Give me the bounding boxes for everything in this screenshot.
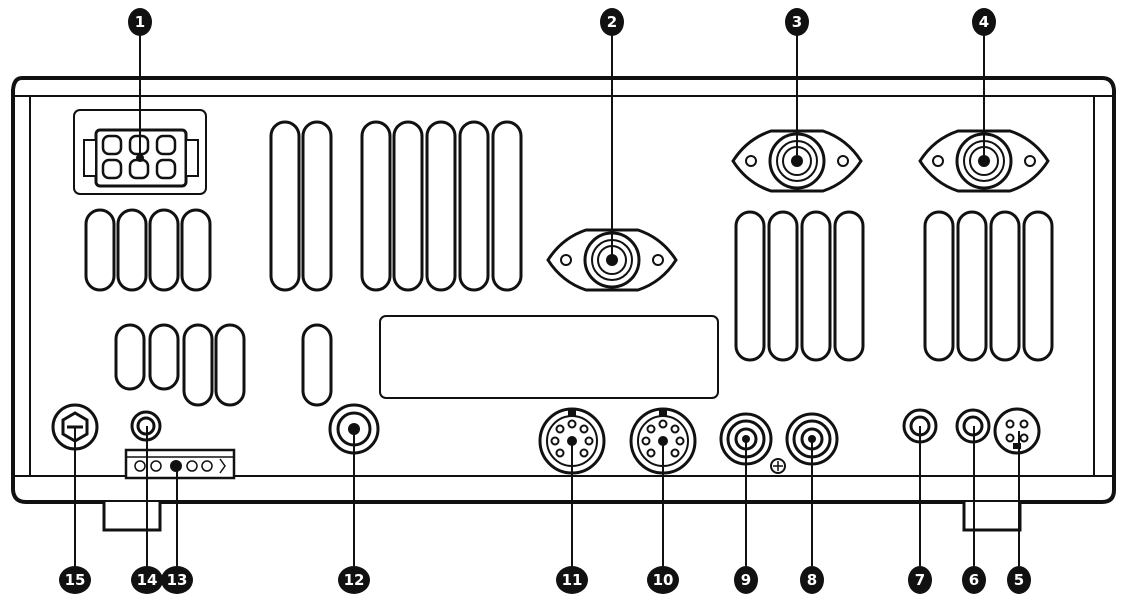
callout-2-label: 2 bbox=[607, 13, 617, 31]
callout-8-label: 8 bbox=[807, 571, 817, 589]
callout-5-label: 5 bbox=[1014, 571, 1024, 589]
label-plate bbox=[379, 315, 719, 399]
leader-dots bbox=[136, 154, 988, 264]
callout-1: 1 bbox=[128, 8, 152, 36]
callout-8: 8 bbox=[800, 566, 824, 594]
callout-15: 15 bbox=[59, 566, 91, 594]
callout-3: 3 bbox=[785, 8, 809, 36]
callout-11: 11 bbox=[556, 566, 588, 594]
callout-10: 10 bbox=[647, 566, 679, 594]
callout-4-label: 4 bbox=[979, 13, 989, 31]
callout-9: 9 bbox=[734, 566, 758, 594]
callout-3-label: 3 bbox=[792, 13, 802, 31]
callout-12: 12 bbox=[338, 566, 370, 594]
callout-14: 14 bbox=[131, 566, 163, 594]
callout-7: 7 bbox=[908, 566, 932, 594]
callout-6-label: 6 bbox=[969, 571, 979, 589]
callout-2: 2 bbox=[600, 8, 624, 36]
vent-slots bbox=[84, 120, 1054, 407]
screw-icon bbox=[770, 458, 786, 474]
callout-13-label: 13 bbox=[167, 571, 188, 589]
callout-1-label: 1 bbox=[135, 13, 145, 31]
callout-15-label: 15 bbox=[65, 571, 86, 589]
leader-lines bbox=[74, 34, 1020, 566]
mini-din-socket-5 bbox=[993, 407, 1041, 455]
callout-9-label: 9 bbox=[741, 571, 751, 589]
callout-4: 4 bbox=[972, 8, 996, 36]
callout-10-label: 10 bbox=[653, 571, 674, 589]
callout-14-label: 14 bbox=[137, 571, 158, 589]
callout-6: 6 bbox=[962, 566, 986, 594]
callout-5: 5 bbox=[1007, 566, 1031, 594]
callout-11-label: 11 bbox=[562, 571, 583, 589]
callout-12-label: 12 bbox=[344, 571, 365, 589]
callout-13: 13 bbox=[161, 566, 193, 594]
switch-strip bbox=[124, 448, 236, 480]
callout-7-label: 7 bbox=[915, 571, 925, 589]
feet bbox=[102, 502, 1022, 532]
